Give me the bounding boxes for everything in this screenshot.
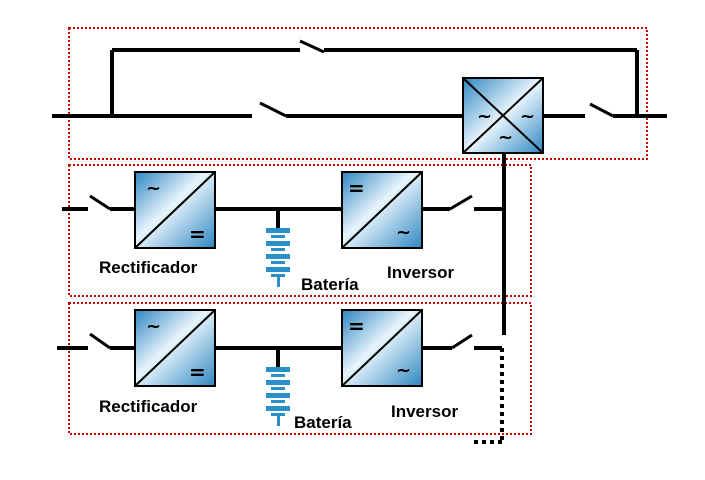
open-switch-icon <box>89 194 111 211</box>
module1-lines <box>62 207 504 228</box>
open-switch-icon <box>451 333 473 350</box>
open-switch-icon <box>89 332 111 350</box>
dc-symbol: = <box>348 176 365 200</box>
frames <box>68 27 648 435</box>
inverter-icon: = ~ <box>341 309 423 387</box>
open-switch-icon <box>299 39 325 54</box>
dc-symbol: = <box>189 222 206 246</box>
static-transfer-switch-icon: ~ ~ ~ <box>462 77 544 154</box>
inverter-label: Inversor <box>391 402 459 421</box>
ac-symbol: ~ <box>396 222 411 243</box>
ac-symbol: ~ <box>520 106 535 127</box>
dc-symbol: = <box>189 360 206 384</box>
module2-frame <box>68 302 532 435</box>
rectifier-icon: ~ = <box>134 309 216 387</box>
battery-icon <box>266 228 290 287</box>
battery-label: Batería <box>301 275 359 294</box>
ac-symbol: ~ <box>146 178 161 199</box>
bypass-frame <box>68 27 648 160</box>
ac-symbol: ~ <box>477 106 492 127</box>
dc-symbol: = <box>348 314 365 338</box>
open-switch-icon <box>589 102 614 118</box>
bypass-lines <box>52 48 667 335</box>
open-switch-icon <box>449 194 473 211</box>
dotted-continuation <box>474 348 504 444</box>
module1-frame <box>68 164 532 297</box>
open-switch-icon <box>259 101 287 118</box>
inverter-icon: = ~ <box>341 171 423 249</box>
battery-label: Batería <box>294 413 352 432</box>
ac-symbol: ~ <box>146 316 161 337</box>
inverter-label: Inversor <box>387 263 455 282</box>
battery-icon <box>266 367 290 426</box>
rectifier-label: Rectificador <box>99 397 198 416</box>
module2-lines <box>57 346 502 367</box>
ac-symbol: ~ <box>396 360 411 381</box>
ac-symbol: ~ <box>498 127 513 148</box>
rectifier-icon: ~ = <box>134 171 216 249</box>
rectifier-label: Rectificador <box>99 258 198 277</box>
